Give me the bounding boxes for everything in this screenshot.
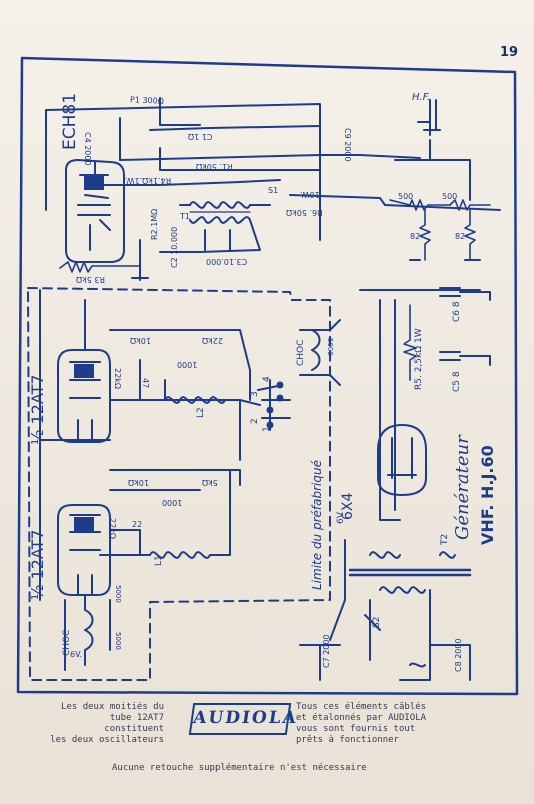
caption-left: Les deux moitiés du tube 12AT7 constitue… <box>46 702 164 746</box>
s1-label: S1 <box>268 186 279 195</box>
page-number: 19 <box>500 45 519 60</box>
p1-label: P1 300Ω <box>129 95 165 106</box>
r82a-label: 82 <box>410 232 421 241</box>
t2-label: T2 <box>440 533 450 545</box>
c5-label: C5 8 <box>452 371 462 392</box>
c6-label: C6 8 <box>452 301 462 322</box>
prefab-boundary <box>27 287 331 681</box>
c3-label: C3.10.000 <box>206 257 248 266</box>
generateur-title: Générateur <box>452 435 473 540</box>
tube-6x4 <box>377 424 427 496</box>
r22k-bot-label: 22kΩ <box>108 518 117 539</box>
c8-label: C8 2000 <box>454 638 463 672</box>
c2-label: C2 10.000 <box>170 226 179 268</box>
r3-label: R3 5kΩ <box>76 275 106 284</box>
c9-label: C9 2000 <box>343 128 352 162</box>
caption-left-line: les deux oscillateurs <box>50 735 164 745</box>
tube-12at7-lower-label: ½ 12AT7 <box>28 529 47 600</box>
r5k-label: 5kΩ <box>202 478 218 487</box>
r2-label: R2.1MΩ <box>150 208 159 240</box>
c4-label: C4 2000 <box>83 132 92 166</box>
c5000-right-label: 5000 <box>326 338 334 356</box>
caption-right-line: Tous ces éléments câblés <box>296 702 427 712</box>
r10k-top-label: 10kΩ <box>130 336 151 345</box>
caption-right-line: vous sont fournis tout <box>296 724 416 734</box>
caption-right-line: prêts à fonctionner <box>296 735 399 745</box>
limite-label: Limite du préfabriqué <box>310 460 324 590</box>
tube-12at7-upper-label: ½ 12AT7 <box>28 374 47 445</box>
model-title: VHF. H.J.60 <box>478 445 497 545</box>
r22k-top-label: 22kΩ <box>202 336 223 345</box>
l2-label: L2 <box>196 407 206 418</box>
caption-right: Tous ces éléments câblés et étalonnés pa… <box>296 702 426 746</box>
r500a-label: 500 <box>398 192 414 201</box>
r5-label: R5. 2,5kΩ 1W <box>414 328 424 390</box>
c7-label: C7 2000 <box>322 634 331 668</box>
choc-right-label: CHOC <box>296 339 306 366</box>
outer-frame <box>16 56 519 696</box>
tube-12at7-upper <box>57 349 111 443</box>
r500b-label: 500 <box>442 192 458 201</box>
caption-left-line: tube 12AT7 constituent <box>104 713 164 734</box>
r22k-mid-label: 22kΩ <box>113 368 122 389</box>
r82b-label: 82 <box>455 232 466 241</box>
r1-label: R1. 50kΩ <box>196 162 233 171</box>
caption-left-line: Les deux moitiés du <box>61 702 164 712</box>
caption-right-line: et étalonnés par AUDIOLA <box>296 713 427 723</box>
hf-label: H.F. <box>412 92 431 103</box>
sw-num-4: 4 <box>262 376 272 382</box>
s2-label: S2 <box>372 616 382 628</box>
r10k-bot-label: 10kΩ <box>128 478 149 487</box>
c1000-bot-label: 1000 <box>162 498 183 507</box>
c5000-a-label: 5000 <box>114 585 122 603</box>
audiola-logo: AUDIOLA <box>188 703 299 735</box>
t1-label: T1 <box>180 212 190 221</box>
r4-label: R4.1kΩ.1W. <box>125 176 172 185</box>
sw-num-2: 2 <box>250 418 260 424</box>
c47-label: 47 <box>141 378 150 389</box>
v6b-label: 6V <box>336 512 346 524</box>
l1-label: L1 <box>154 555 164 566</box>
c1-label: C1 1Ω <box>188 132 213 141</box>
ech81-envelope <box>65 159 125 263</box>
c22-label: 22 <box>132 520 143 529</box>
footer-note: Aucune retouche supplémentaire n'est néc… <box>112 763 367 773</box>
w10-label: 10W. <box>300 190 320 199</box>
c5000-b-label: 5000 <box>114 632 122 650</box>
tube-12at7-lower <box>57 504 111 596</box>
sw-num-3: 3 <box>250 391 260 397</box>
r6-label: R6. 50kΩ <box>286 208 323 217</box>
v6-label: 6V. <box>70 650 83 659</box>
sw-num-1: 1 <box>262 426 272 432</box>
tube-ech81-label: ECH81 <box>60 92 80 150</box>
c1000-top-label: 1000 <box>177 360 198 369</box>
